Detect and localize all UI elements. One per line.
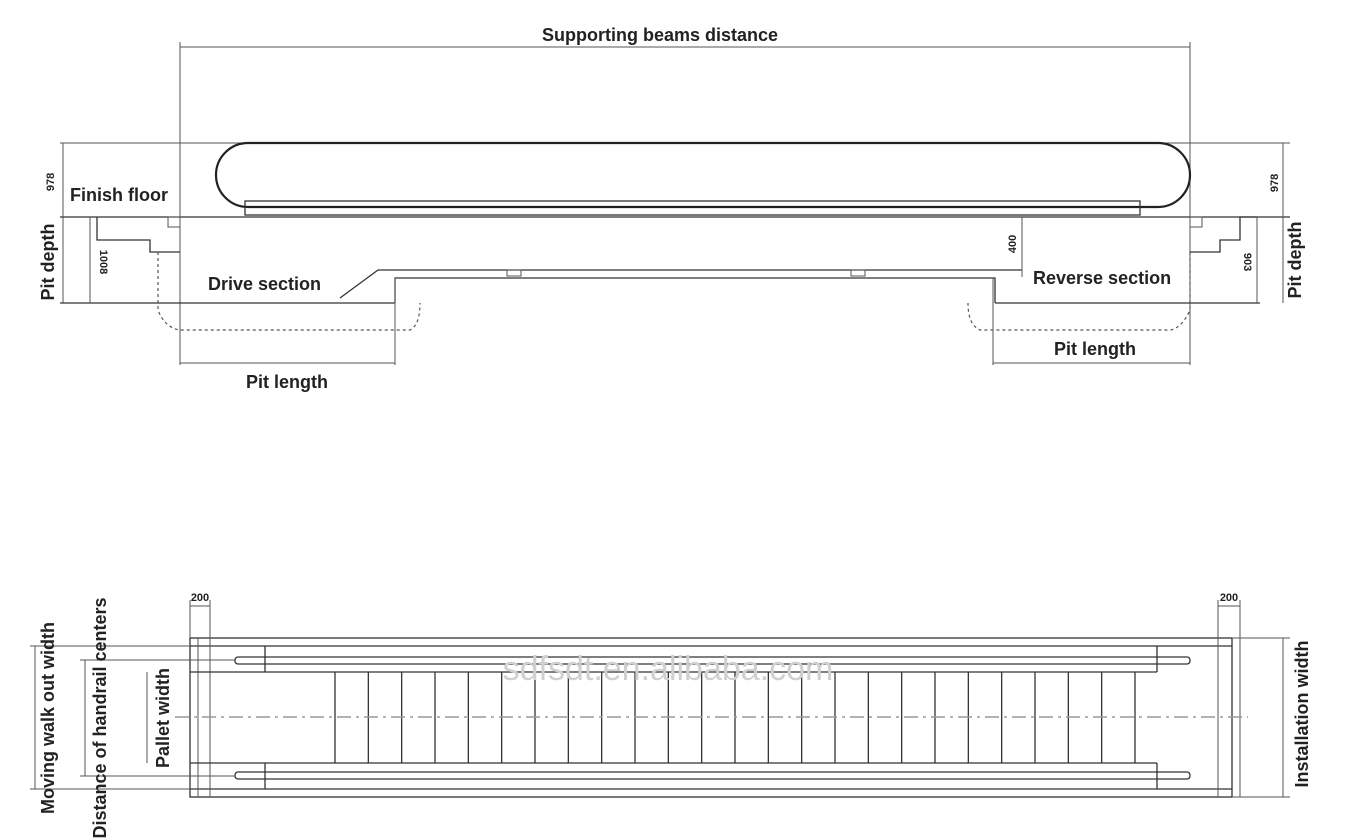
dim-1008: 1008	[97, 250, 109, 274]
plan-view: 200 200 Moving walk out width Distance o…	[30, 592, 1312, 839]
drive-section-label: Drive section	[208, 274, 321, 294]
elevation-view: Supporting beams distance Finish floor D…	[38, 25, 1305, 392]
handrail-centers-label: Distance of handrail centers	[90, 597, 110, 838]
dim-903: 903	[1241, 253, 1253, 271]
pit-length-left-label: Pit length	[246, 372, 328, 392]
pit-depth-right-label: Pit depth	[1285, 222, 1305, 299]
handrail-bottom	[234, 771, 1191, 780]
finish-floor-label: Finish floor	[70, 185, 168, 205]
installation-width-label: Installation width	[1292, 641, 1312, 788]
dim-200-left: 200	[191, 592, 209, 604]
pit-depth-left-label: Pit depth	[38, 224, 58, 301]
dim-978-left: 978	[45, 173, 57, 191]
pit-length-right-label: Pit length	[1054, 339, 1136, 359]
watermark: sdfsdt.en.alibaba.com	[503, 650, 834, 688]
pallet-width-label: Pallet width	[153, 668, 173, 768]
handrail-loop	[214, 141, 1192, 209]
walk-out-width-label: Moving walk out width	[38, 622, 58, 814]
dim-200-right: 200	[1220, 592, 1238, 604]
truss-top	[244, 200, 1141, 216]
dim-978-right: 978	[1269, 174, 1281, 192]
dim-400: 400	[1007, 235, 1019, 253]
reverse-section-label: Reverse section	[1033, 268, 1171, 288]
supporting-beams-label: Supporting beams distance	[542, 25, 778, 45]
